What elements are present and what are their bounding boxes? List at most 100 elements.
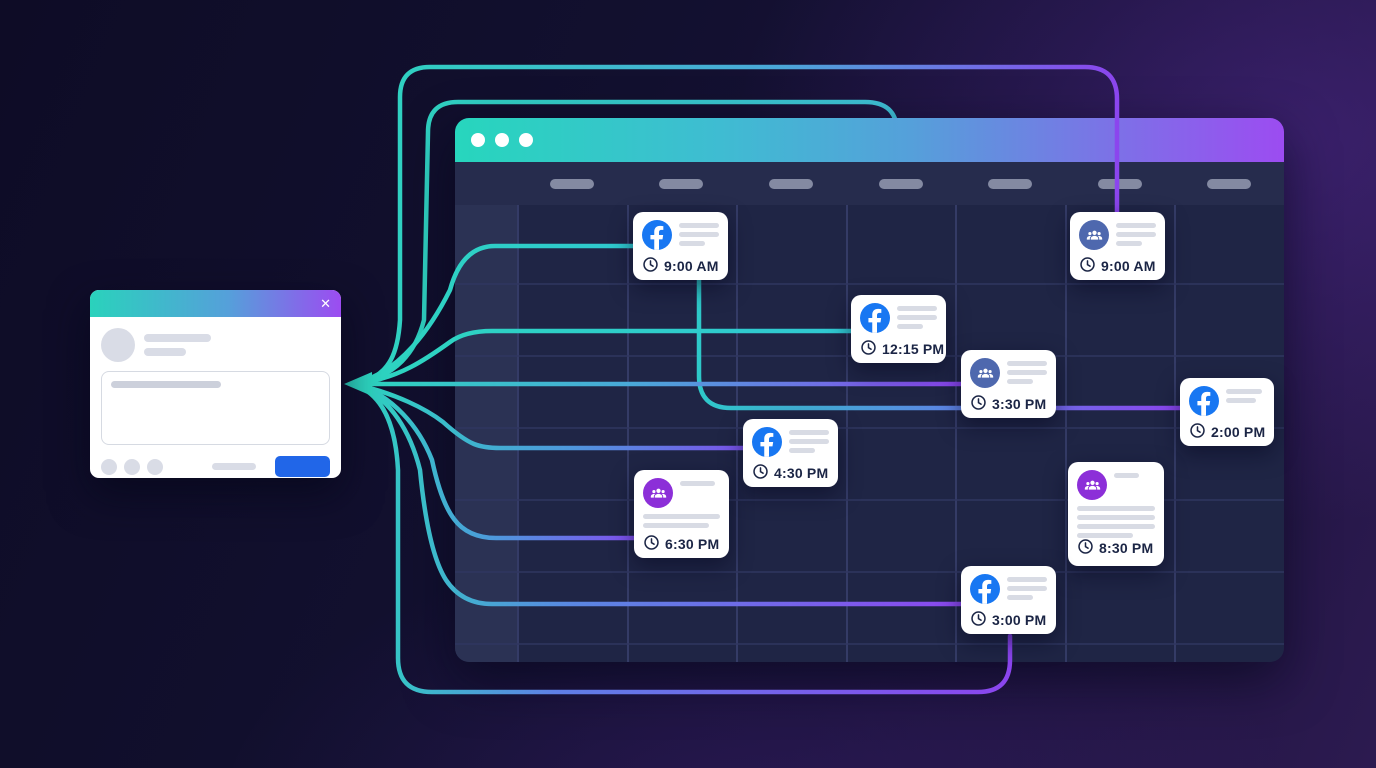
grid-line <box>455 643 1284 645</box>
placeholder-line <box>897 315 937 320</box>
post-time: 9:00 AM <box>664 258 719 274</box>
placeholder-line <box>1007 361 1047 366</box>
grid-line <box>455 499 1284 501</box>
calendar-day-header-row <box>455 162 1284 206</box>
placeholder-line <box>1007 379 1033 384</box>
placeholder-line <box>789 430 829 435</box>
scheduled-post-card[interactable]: 3:00 PM <box>961 566 1056 634</box>
post-composer-window: ✕ <box>90 290 341 478</box>
placeholder-line <box>789 448 815 453</box>
placeholder-line <box>679 241 705 246</box>
grid-line <box>955 205 958 662</box>
window-control-dot[interactable] <box>495 133 509 147</box>
connector-line <box>359 383 747 451</box>
attachment-option-icon[interactable] <box>101 458 117 475</box>
clock-icon <box>752 463 769 483</box>
grid-line <box>517 205 519 662</box>
placeholder-line <box>111 381 221 388</box>
group-icon <box>643 478 673 508</box>
clock-icon <box>860 339 877 359</box>
scheduled-post-card[interactable]: 9:00 AM <box>1070 212 1165 280</box>
day-header-pill <box>988 179 1033 189</box>
post-time: 9:00 AM <box>1101 258 1156 274</box>
placeholder-line <box>1116 223 1156 228</box>
scheduled-post-card[interactable]: 6:30 PM <box>634 470 729 558</box>
placeholder-line <box>679 232 719 237</box>
scheduled-post-card[interactable]: 9:00 AM <box>633 212 728 280</box>
placeholder-line <box>1077 524 1155 529</box>
composer-header: ✕ <box>90 290 341 317</box>
placeholder-line <box>680 481 716 486</box>
group-icon <box>1079 220 1109 250</box>
attachment-option-icon[interactable] <box>124 458 140 475</box>
connector-line <box>359 64 1120 385</box>
day-header-pill <box>659 179 704 189</box>
grid-line <box>455 283 1284 285</box>
placeholder-line <box>1077 506 1155 511</box>
day-header-pill <box>1207 179 1252 189</box>
day-header-pill <box>549 179 594 189</box>
facebook-icon <box>970 574 1000 604</box>
placeholder-line <box>1007 595 1033 600</box>
placeholder-line <box>1007 370 1047 375</box>
facebook-icon <box>1189 386 1219 416</box>
scheduled-post-card[interactable]: 4:30 PM <box>743 419 838 487</box>
clock-icon <box>970 610 987 630</box>
calendar-browser-window <box>455 118 1284 662</box>
clock-icon <box>643 534 660 554</box>
post-time: 4:30 PM <box>774 465 829 481</box>
post-time: 6:30 PM <box>665 536 720 552</box>
post-time: 8:30 PM <box>1099 540 1154 556</box>
post-time: 3:30 PM <box>992 396 1047 412</box>
grid-line <box>845 205 848 662</box>
connector-line <box>359 328 854 386</box>
placeholder-line <box>1116 241 1142 246</box>
grid-line <box>1174 205 1177 662</box>
placeholder-line <box>897 324 923 329</box>
time-gutter-column <box>455 205 517 662</box>
grid-line <box>736 205 739 662</box>
connector-line <box>696 277 1183 411</box>
placeholder-line <box>1114 473 1140 478</box>
connector-line <box>359 385 1013 695</box>
scheduled-post-card[interactable]: 3:30 PM <box>961 350 1056 418</box>
post-time: 12:15 PM <box>882 341 945 357</box>
avatar <box>101 328 135 362</box>
post-text-input[interactable] <box>101 371 330 445</box>
day-header-pill <box>878 179 923 189</box>
facebook-icon <box>642 220 672 250</box>
placeholder-line <box>1077 533 1134 538</box>
connector-line <box>359 384 964 607</box>
close-icon[interactable]: ✕ <box>320 296 331 311</box>
clock-icon <box>642 256 659 276</box>
scheduled-post-card[interactable]: 12:15 PM <box>851 295 946 363</box>
connector-line <box>359 99 900 386</box>
scheduled-post-card[interactable]: 8:30 PM <box>1068 462 1164 566</box>
grid-line <box>1064 205 1067 662</box>
placeholder-line <box>144 334 211 342</box>
calendar-grid <box>455 205 1284 662</box>
window-control-dot[interactable] <box>471 133 485 147</box>
post-time: 3:00 PM <box>992 612 1047 628</box>
connector-line <box>359 383 637 541</box>
schedule-post-button[interactable] <box>275 456 330 477</box>
placeholder-line <box>643 523 710 528</box>
placeholder-line <box>1116 232 1156 237</box>
grid-line <box>455 427 1284 429</box>
browser-window-header <box>455 118 1284 162</box>
attachment-option-icon[interactable] <box>147 458 163 475</box>
scheduled-post-card[interactable]: 2:00 PM <box>1180 378 1274 446</box>
clock-icon <box>1189 422 1206 442</box>
placeholder-line <box>643 514 720 519</box>
placeholder-line <box>212 463 256 470</box>
placeholder-line <box>679 223 719 228</box>
window-control-dot[interactable] <box>519 133 533 147</box>
post-time: 2:00 PM <box>1211 424 1266 440</box>
grid-line <box>455 571 1284 573</box>
day-header-pill <box>768 179 813 189</box>
placeholder-line <box>1007 586 1047 591</box>
clock-icon <box>970 394 987 414</box>
